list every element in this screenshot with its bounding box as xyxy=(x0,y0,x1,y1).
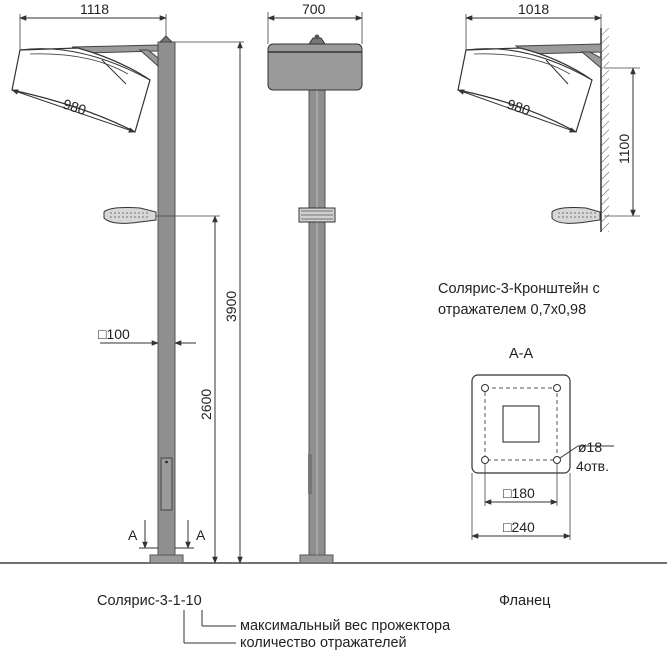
left-view: 1118 980 3900 2600 □100 A A xyxy=(11,1,244,564)
dim-projector-height: 2600 xyxy=(198,389,214,420)
center-view: 700 xyxy=(267,1,363,564)
flange-outer-size: □240 xyxy=(503,519,535,535)
left-reflector xyxy=(11,47,151,133)
dim-left-reflector: 980 xyxy=(61,96,88,119)
dim-pole-section: □100 xyxy=(98,326,130,342)
section-mark-right: A xyxy=(196,527,206,543)
flange-caption: Фланец xyxy=(499,593,550,609)
dim-left-width: 1118 xyxy=(80,1,109,17)
dim-right-height: 1100 xyxy=(616,134,632,164)
flange-bolt-holes xyxy=(481,384,561,464)
left-pole-base xyxy=(149,554,184,564)
flange-view: A-A ø18 4отв. □180 □240 xyxy=(471,346,614,540)
bracket-caption-line1: Солярис-3-Кронштейн с xyxy=(438,281,600,297)
center-pole-base xyxy=(299,554,334,564)
flange-section-title: A-A xyxy=(509,346,534,362)
dim-total-height: 3900 xyxy=(223,291,239,322)
right-reflector xyxy=(457,47,593,133)
right-projector xyxy=(551,207,601,224)
flange-hole-count: 4отв. xyxy=(576,458,609,474)
flange-inner-size: □180 xyxy=(503,485,535,501)
wall-hatch xyxy=(601,28,609,232)
left-projector xyxy=(103,207,157,224)
bracket-caption-line2: отражателем 0,7х0,98 xyxy=(438,302,586,318)
dim-right-reflector: 980 xyxy=(505,96,532,119)
dim-center-width: 700 xyxy=(302,1,326,17)
flange-bolt-pattern xyxy=(484,387,558,461)
section-mark-left: A xyxy=(128,527,138,543)
dim-right-width: 1018 xyxy=(518,1,549,17)
left-pole-cap xyxy=(158,35,174,43)
flange-hole-diameter: ø18 xyxy=(578,439,602,455)
model-code: Солярис-3-1-10 xyxy=(97,593,202,609)
right-view: 1018 980 1100 Солярис-3-Кронштейн с отра… xyxy=(438,1,640,318)
left-service-door xyxy=(160,457,173,511)
left-bracket-strut xyxy=(138,49,159,68)
model-note-count: количество отражателей xyxy=(240,635,407,651)
center-luminaire-head xyxy=(267,43,363,91)
model-note-weight: максимальный вес прожектора xyxy=(240,618,451,634)
flange-center-opening xyxy=(502,405,540,443)
